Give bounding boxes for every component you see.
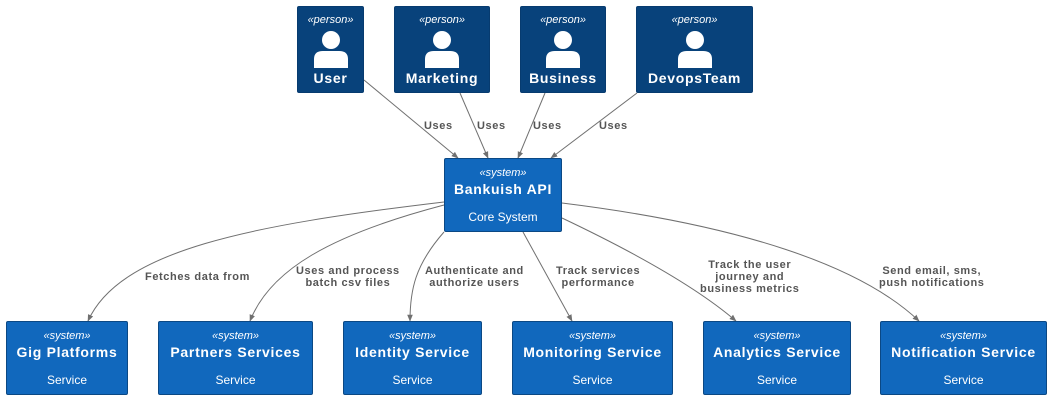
person-name: Business <box>529 70 597 86</box>
relation-label-marketing-uses: Uses <box>477 120 506 132</box>
system-description: Service <box>215 373 256 387</box>
person-devopsteam[interactable]: «person» DevopsTeam <box>636 6 753 93</box>
edge-partners-rel <box>249 204 445 322</box>
edge-business-uses <box>517 92 546 159</box>
edge-gig-rel <box>87 201 445 322</box>
system-name: Identity Service <box>355 344 470 360</box>
system-description: Service <box>943 373 984 387</box>
stereotype-label: «person» <box>419 14 465 26</box>
edge-monitoring-rel <box>522 231 573 322</box>
edge-notification-rel <box>561 202 920 322</box>
relation-label-analytics: Track the user journey and business metr… <box>700 259 800 295</box>
relation-label-devops-uses: Uses <box>599 120 628 132</box>
system-description: Service <box>392 373 433 387</box>
stereotype-label: «system» <box>479 167 527 179</box>
edge-analytics-rel <box>561 217 737 322</box>
stereotype-label: «system» <box>211 330 260 342</box>
relation-label-partners: Uses and process batch csv files <box>296 265 400 289</box>
relation-label-identity: Authenticate and authorize users <box>425 265 524 289</box>
person-name: DevopsTeam <box>647 70 742 86</box>
system-notification-service[interactable]: «system» Notification Service Service <box>880 321 1047 395</box>
stereotype-label: «system» <box>388 330 437 342</box>
relation-label-business-uses: Uses <box>533 120 562 132</box>
system-monitoring-service[interactable]: «system» Monitoring Service Service <box>512 321 673 395</box>
system-partners-services[interactable]: «system» Partners Services Service <box>158 321 313 395</box>
person-business[interactable]: «person» Business <box>520 6 606 93</box>
person-user[interactable]: «person» User <box>297 6 364 93</box>
person-name: User <box>313 70 348 86</box>
system-gig-platforms[interactable]: «system» Gig Platforms Service <box>6 321 128 395</box>
system-description: Core System <box>468 210 538 224</box>
system-bankuish-api[interactable]: «system» Bankuish API Core System <box>444 158 562 232</box>
stereotype-label: «system» <box>753 330 801 342</box>
stereotype-label: «person» <box>307 14 354 26</box>
stereotype-label: «system» <box>568 330 617 342</box>
system-name: Monitoring Service <box>523 344 662 360</box>
relation-label-notification: Send email, sms, push notifications <box>879 265 985 289</box>
system-identity-service[interactable]: «system» Identity Service Service <box>343 321 482 395</box>
system-description: Service <box>572 373 613 387</box>
system-name: Gig Platforms <box>16 344 118 360</box>
person-icon <box>677 31 712 68</box>
stereotype-label: «person» <box>540 14 586 26</box>
edge-marketing-uses <box>459 92 489 159</box>
system-description: Service <box>46 373 87 387</box>
stereotype-label: «system» <box>43 330 91 342</box>
relation-label-user-uses: Uses <box>424 120 453 132</box>
stereotype-label: «person» <box>671 14 718 26</box>
person-icon <box>313 31 348 68</box>
system-analytics-service[interactable]: «system» Analytics Service Service <box>703 321 851 395</box>
edge-user-uses <box>363 79 459 159</box>
system-name: Analytics Service <box>713 344 841 360</box>
edge-devops-uses <box>550 92 638 159</box>
person-icon <box>546 31 580 68</box>
relation-label-gig: Fetches data from <box>145 271 250 283</box>
edge-identity-rel <box>407 231 445 322</box>
person-icon <box>425 31 459 68</box>
person-name: Marketing <box>405 70 479 86</box>
system-name: Partners Services <box>170 344 301 360</box>
relation-label-monitoring: Track services performance <box>556 265 641 289</box>
person-marketing[interactable]: «person» Marketing <box>394 6 490 93</box>
system-description: Service <box>756 373 797 387</box>
stereotype-label: «system» <box>939 330 988 342</box>
system-name: Bankuish API <box>453 181 553 197</box>
system-name: Notification Service <box>891 344 1036 360</box>
